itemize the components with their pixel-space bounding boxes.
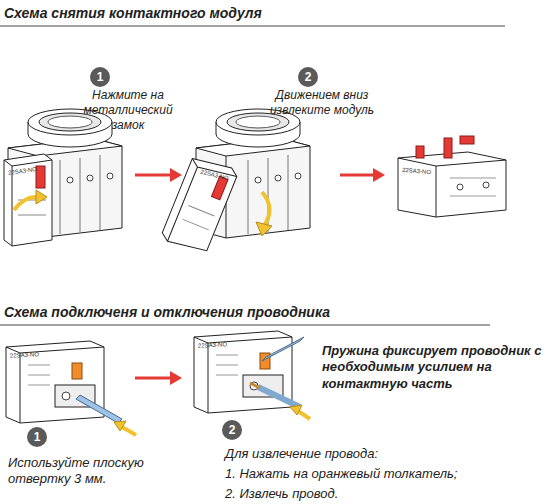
instruction-text: Нажмите на металлический замок (66, 88, 190, 133)
wiring-illustration (6, 341, 104, 423)
instruction-text: Для извлечение провода: (225, 446, 378, 462)
wiring-illustration (250, 383, 260, 388)
arrow-head (170, 371, 182, 385)
contact-module-illustration (398, 158, 506, 217)
callout-circle: 2 (298, 67, 318, 87)
pushbutton-illustration (36, 166, 45, 188)
pushbutton-illustration (183, 205, 215, 229)
contact-module-illustration (457, 184, 463, 190)
pushbutton-illustration (14, 197, 36, 210)
module-illustration: 22SA3-NO (385, 135, 515, 220)
module-illustration: 22SA3-NO (182, 110, 340, 245)
instruction-step: 2. Извлечь провод. (225, 486, 338, 502)
module-marking: 22SA3-NO (8, 166, 38, 176)
pushbutton-illustration (4, 154, 52, 246)
contact-module-illustration (444, 138, 452, 158)
callout-circle: 1 (27, 427, 47, 447)
callout-number: 2 (305, 71, 312, 83)
callout-number: 1 (34, 431, 41, 443)
pushbutton-illustration (160, 109, 310, 256)
contact-module-illustration (398, 136, 506, 217)
pushbutton-illustration (36, 190, 47, 204)
wiring-illustration (194, 331, 292, 413)
wiring-illustration (290, 405, 302, 415)
module-marking: 22SA3-NO (402, 167, 431, 176)
arrow-line (340, 174, 375, 177)
module-illustration: 22SA3-NO (0, 110, 135, 245)
pushbutton-illustration (160, 159, 237, 257)
arrow-head (373, 168, 385, 182)
flow-arrow (135, 168, 182, 182)
pushbutton-illustration (160, 153, 239, 256)
module-marking: 22SA3-NO (10, 351, 39, 359)
module-illustration: 22SA3-NO (182, 325, 322, 425)
note-text: Пружина фиксирует проводник с необходимы… (322, 343, 544, 392)
pushbutton-illustration (4, 109, 122, 246)
heading-rule (0, 26, 505, 27)
wiring-illustration (122, 427, 136, 435)
contact-module-illustration (398, 152, 506, 217)
wiring-illustration (194, 331, 310, 419)
contact-module-illustration (483, 182, 489, 188)
heading-rule (0, 325, 490, 326)
wiring-illustration (262, 337, 304, 361)
wiring-illustration (298, 411, 310, 419)
pushbutton-illustration (256, 222, 272, 236)
wiring-illustration (258, 387, 300, 407)
contact-module-illustration (416, 146, 424, 158)
wiring-illustration (114, 421, 126, 431)
section-heading: Схема подключеня и отключения проводника (4, 304, 330, 322)
module-marking: 22SA3-NO (198, 341, 227, 349)
callout-number: 1 (97, 71, 104, 83)
flow-arrow (135, 371, 182, 385)
arrow-head (170, 168, 182, 182)
instruction-text: Движением вниз извлеките модуль (260, 88, 384, 118)
wiring-illustration (6, 341, 136, 435)
module-illustration: 22SA3-NO (0, 335, 135, 435)
contact-module-illustration (450, 178, 496, 196)
callout-number: 2 (229, 424, 236, 436)
instruction-step: 1. Нажать на оранжевый толкатель; (225, 466, 457, 482)
instruction-text: Используйте плоскую отвертку 3 мм. (8, 455, 178, 488)
callout-circle: 1 (90, 67, 110, 87)
pushbutton-illustration (262, 192, 270, 226)
flow-arrow (340, 168, 385, 182)
callout-circle: 2 (222, 420, 242, 440)
arrow-line (135, 174, 172, 177)
pushbutton-illustration (160, 153, 239, 256)
wiring-illustration (76, 395, 122, 423)
arrow-line (135, 377, 172, 380)
contact-module-illustration (460, 136, 474, 144)
section-heading: Схема снятия контактного модуля (4, 5, 262, 23)
module-marking: 22SA3-NO (200, 169, 230, 182)
pushbutton-illustration (4, 160, 52, 246)
